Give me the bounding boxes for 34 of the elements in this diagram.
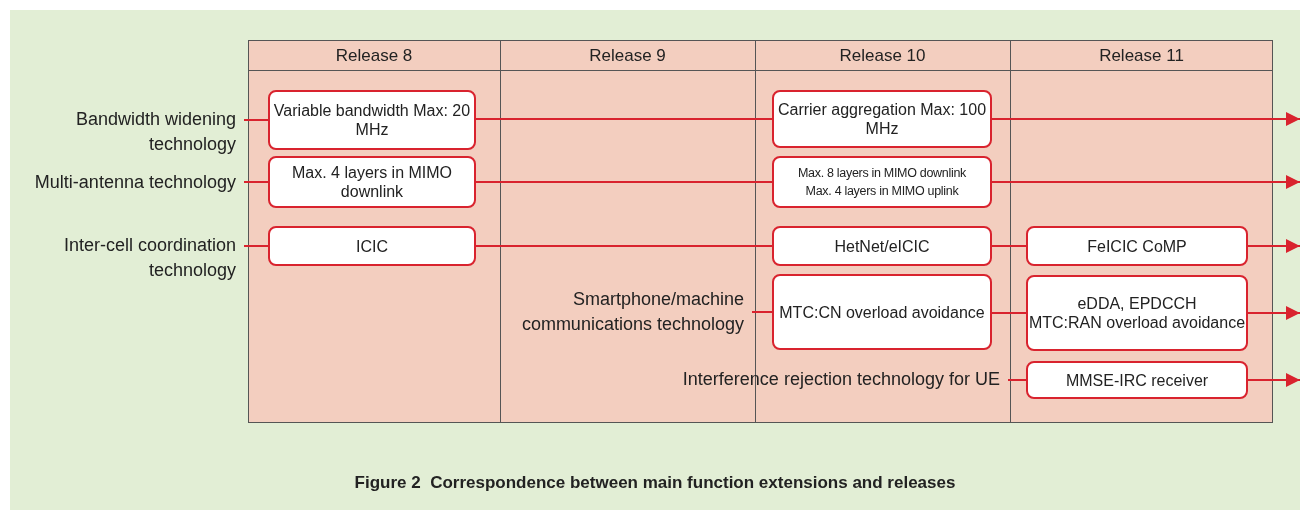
arrow bbox=[1247, 239, 1301, 253]
arrow bbox=[1247, 373, 1301, 387]
column-header: Release 8 bbox=[334, 45, 414, 67]
arrow bbox=[1247, 306, 1301, 320]
column-header: Release 10 bbox=[838, 45, 927, 67]
arrow bbox=[991, 175, 1301, 189]
feature-box: HetNet/eICIC bbox=[772, 226, 992, 266]
connector-line bbox=[243, 245, 269, 247]
feature-box: MMSE-IRC receiver bbox=[1026, 361, 1248, 399]
connector-line bbox=[475, 245, 773, 247]
connector-line bbox=[243, 119, 269, 121]
feature-box: Max. 4 layers in MIMO downlink bbox=[268, 156, 476, 208]
connector-line bbox=[475, 118, 773, 120]
row-label: Bandwidth widening technology bbox=[8, 107, 244, 161]
column-header: Release 9 bbox=[588, 45, 667, 67]
feature-box: Max. 8 layers in MIMO downlink Max. 4 layers in MIMO uplink bbox=[772, 156, 992, 208]
connector-line bbox=[991, 245, 1027, 247]
connector-line bbox=[991, 312, 1027, 314]
connector-line bbox=[751, 311, 773, 313]
row-label: Inter-cell coordination technology bbox=[8, 233, 244, 287]
column-header: Release 11 bbox=[1098, 45, 1185, 67]
feature-box: MTC:CN overload avoidance bbox=[772, 274, 992, 350]
arrow bbox=[991, 112, 1301, 126]
feature-box: ICIC bbox=[268, 226, 476, 266]
row-label: Smartphone/machine communications technology bbox=[450, 287, 752, 341]
feature-box: eDDA, EPDCCH MTC:RAN overload avoidance bbox=[1026, 275, 1248, 351]
figure-caption: Figure 2 Correspondence between main function extensions and releases bbox=[353, 472, 957, 494]
feature-box: Carrier aggregation Max: 100 MHz bbox=[772, 90, 992, 148]
feature-box: Variable bandwidth Max: 20 MHz bbox=[268, 90, 476, 150]
connector-line bbox=[475, 181, 773, 183]
connector-line bbox=[1007, 379, 1027, 381]
row-label: Multi-antenna technology bbox=[8, 170, 244, 224]
feature-box: FeICIC CoMP bbox=[1026, 226, 1248, 266]
connector-line bbox=[243, 181, 269, 183]
